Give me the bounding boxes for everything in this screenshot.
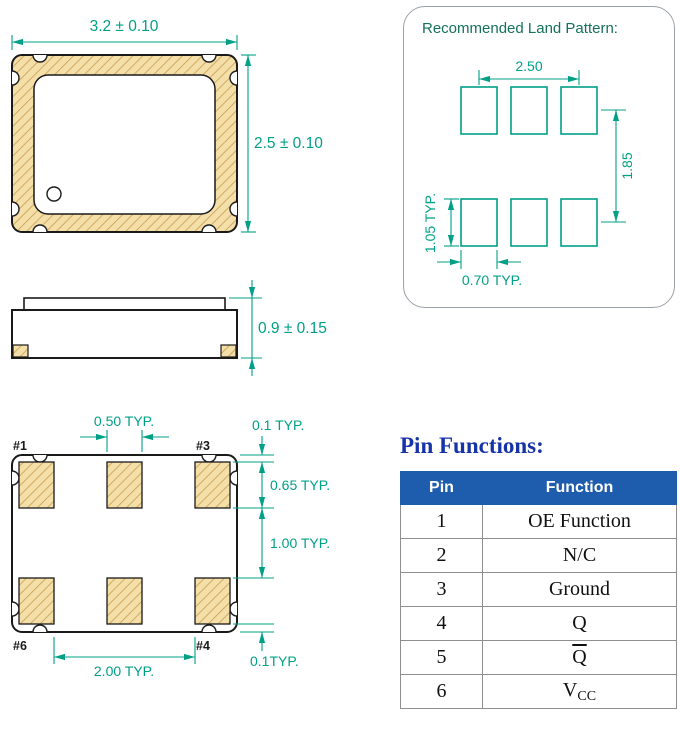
land-pattern-title: Recommended Land Pattern: — [422, 20, 618, 37]
side-view: 0.9 ± 0.15 — [11, 280, 327, 376]
bottom-view: 0.50 TYP. #1 — [11, 413, 330, 679]
pad-5 — [106, 577, 143, 625]
land-pad — [560, 198, 598, 247]
table-row: 5 Q — [400, 640, 677, 675]
castellation-notches-top-view — [11, 54, 238, 233]
solder-pads — [18, 461, 231, 625]
land-horizontal-pitch-dimension: 2.50 — [478, 58, 580, 85]
table-row: 6 VCC — [400, 674, 677, 709]
pin-function-cell: Q — [482, 606, 677, 641]
pin4-label: #4 — [196, 639, 210, 653]
dimension-text: 2.5 ± 0.10 — [254, 135, 323, 152]
dimension-text: 0.65 TYP. — [270, 477, 330, 493]
row-gap-dimension: 1.00 TYP. — [233, 508, 330, 579]
table-row: 3 Ground — [400, 572, 677, 607]
pin-number-cell: 5 — [400, 640, 483, 675]
bottom-edge-gap-dimension: 0.1TYP. — [233, 623, 299, 669]
side-pad-left — [12, 344, 29, 358]
dimension-text: 3.2 ± 0.10 — [90, 18, 159, 35]
dimension-text: 2.00 TYP. — [94, 663, 154, 679]
pad-width-dimension: 0.50 TYP. — [80, 413, 169, 452]
pin-number-cell: 2 — [400, 538, 483, 573]
package-body-side — [11, 309, 238, 359]
q-bar-signal: Q — [572, 646, 587, 668]
pin-functions-title: Pin Functions: — [400, 433, 544, 458]
side-view-height-dimension: 0.9 ± 0.15 — [229, 280, 327, 376]
package-body-bottom — [11, 454, 238, 633]
pin1-label: #1 — [13, 439, 27, 453]
dimension-text: 0.50 TYP. — [94, 413, 154, 429]
pad-pitch-dimension: 2.00 TYP. — [53, 637, 196, 679]
land-pad-height-dimension: 1.05 TYP. — [422, 193, 459, 253]
function-column-header: Function — [482, 471, 677, 505]
package-lid — [23, 297, 226, 311]
pin-labels: #1 #3 #6 #4 — [13, 439, 210, 653]
pin-function-cell: Q — [482, 640, 677, 675]
castellation-notches-bottom-view — [11, 454, 238, 633]
pin-number-cell: 4 — [400, 606, 483, 641]
dimension-text: 1.00 TYP. — [270, 535, 330, 551]
top-view-height-dimension: 2.5 ± 0.10 — [241, 54, 323, 233]
dimension-text: 1.85 — [619, 152, 635, 179]
land-pad — [510, 86, 548, 135]
pad-4 — [194, 577, 231, 625]
pad-1 — [18, 461, 55, 509]
top-edge-gap-dimension: 0.1 TYP. — [233, 417, 304, 463]
vcc-subscript: CC — [577, 688, 597, 704]
dimension-text: 0.1 TYP. — [252, 417, 304, 433]
dimension-text: 0.70 TYP. — [462, 272, 522, 288]
pin6-label: #6 — [13, 639, 27, 653]
pin-function-cell: Ground — [482, 572, 677, 607]
top-view: 3.2 ± 0.10 2.5 ± 0.10 — [11, 18, 323, 233]
pin-number-cell: 3 — [400, 572, 483, 607]
pin-functions-section: Pin Functions: Pin Function 1 OE Functio… — [400, 433, 678, 709]
table-header-row: Pin Function — [400, 471, 677, 505]
land-pad — [460, 86, 498, 135]
land-pad — [560, 86, 598, 135]
land-pad — [460, 198, 498, 247]
pin-column-header: Pin — [400, 471, 483, 505]
land-vertical-pitch-dimension: 1.85 — [601, 109, 635, 223]
top-view-width-dimension: 3.2 ± 0.10 — [11, 18, 238, 50]
pad-3 — [194, 461, 231, 509]
package-cavity — [33, 74, 216, 215]
side-pad-right — [220, 344, 237, 358]
land-pattern-panel: Recommended Land Pattern: 2.50 1.85 — [403, 6, 675, 308]
table-row: 1 OE Function — [400, 504, 677, 539]
pad-height-dimension: 0.65 TYP. — [233, 462, 330, 509]
dimension-text: 2.50 — [515, 58, 542, 74]
land-pattern-drawing: Recommended Land Pattern: 2.50 1.85 — [422, 20, 635, 288]
mechanical-drawings: 3.2 ± 0.10 2.5 ± 0.10 — [11, 18, 330, 679]
table-row: 2 N/C — [400, 538, 677, 573]
dimension-text: 0.9 ± 0.15 — [258, 320, 327, 337]
pad-2 — [106, 461, 143, 509]
pin1-indicator-dot — [46, 186, 62, 202]
table-row: 4 Q — [400, 606, 677, 641]
pin-number-cell: 6 — [400, 674, 483, 709]
pin-function-cell: VCC — [482, 674, 677, 709]
vcc-signal: V — [562, 678, 578, 701]
pin-function-cell: OE Function — [482, 504, 677, 539]
pin-function-cell: N/C — [482, 538, 677, 573]
land-pad-width-dimension: 0.70 TYP. — [437, 250, 522, 288]
pad-6 — [18, 577, 55, 625]
dimension-text: 0.1TYP. — [250, 653, 299, 669]
land-pads — [460, 86, 598, 247]
dimension-text: 1.05 TYP. — [422, 193, 438, 253]
pin3-label: #3 — [196, 439, 210, 453]
land-pad — [510, 198, 548, 247]
pin-number-cell: 1 — [400, 504, 483, 539]
pin-functions-table: Pin Function 1 OE Function 2 N/C 3 Groun… — [400, 471, 677, 709]
